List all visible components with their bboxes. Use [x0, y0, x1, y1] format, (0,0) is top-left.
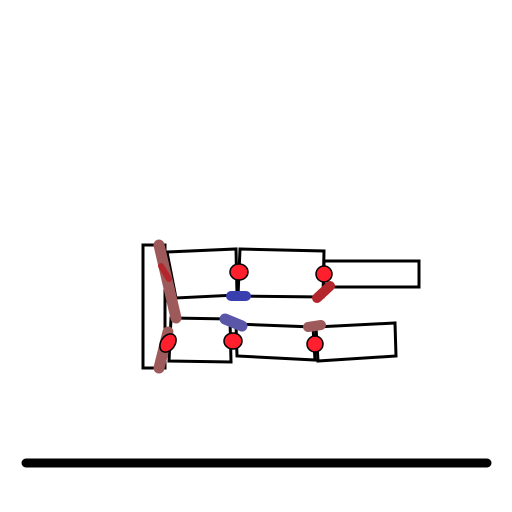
upper-wrist-connector — [312, 281, 335, 303]
shoulder-small-link — [158, 263, 172, 282]
upper-wrist-joint — [315, 265, 333, 283]
upper-limb-segment-3 — [322, 259, 421, 289]
lower-elbow-joint — [223, 332, 243, 350]
upper-limb-segment-2 — [236, 247, 326, 299]
hip-joint — [159, 333, 177, 353]
lower-limb-segment-2 — [234, 322, 317, 362]
upper-limb-segment-1 — [165, 247, 239, 300]
upper-elbow-joint — [229, 263, 249, 281]
lower-knee-joint — [306, 335, 324, 353]
lower-knee-connector — [303, 320, 326, 332]
lower-limb-segment-3 — [314, 321, 398, 363]
lower-elbow-connector — [219, 313, 248, 332]
lower-limb-segment-1 — [167, 316, 233, 364]
